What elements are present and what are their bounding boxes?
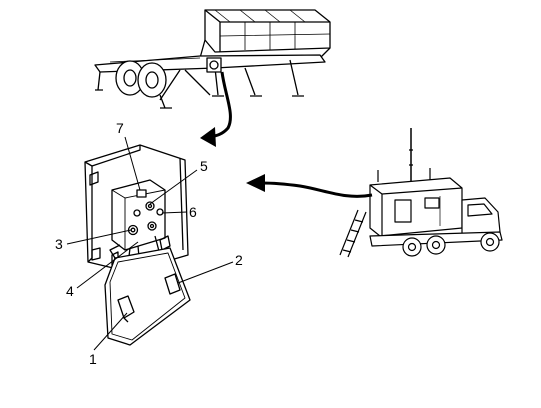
truck-shelter: [339, 128, 503, 258]
callout-1: 1: [89, 351, 97, 367]
cable-arrow-top: [209, 71, 232, 139]
callout-2: 2: [235, 252, 243, 268]
leader-7: [124, 136, 141, 191]
leader-2: [177, 261, 234, 284]
callout-4: 4: [66, 283, 74, 299]
leader-5: [149, 169, 198, 205]
callout-3: 3: [55, 236, 63, 252]
arrowhead-top: [200, 127, 216, 147]
callout-leaders: [66, 136, 234, 351]
leader-1: [93, 312, 128, 351]
callout-7: 7: [116, 120, 124, 136]
junction-box: [84, 144, 191, 346]
callout-6: 6: [189, 204, 197, 220]
leader-4: [76, 241, 139, 289]
cable-arrow-right: [261, 181, 373, 198]
leader-6: [161, 211, 188, 214]
leader-3: [66, 229, 132, 245]
trailer-equipment: [94, 9, 331, 109]
callout-5: 5: [200, 158, 208, 174]
arrowhead-right: [246, 174, 265, 192]
